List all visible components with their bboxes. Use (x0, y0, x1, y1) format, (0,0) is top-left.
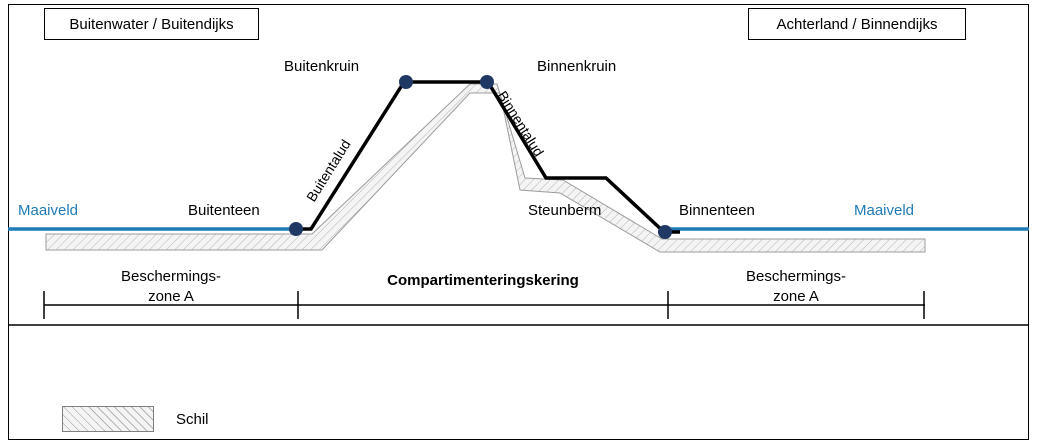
label-box-buitenwater: Buitenwater / Buitendijks (44, 8, 259, 40)
label-binnenkruin: Binnenkruin (537, 58, 617, 75)
label-buitenwater-text: Buitenwater / Buitendijks (69, 15, 234, 33)
label-buitenteen: Buitenteen (188, 202, 260, 219)
label-beschermingszone-left-line2: zone A (148, 288, 194, 305)
node-buitenkruin (399, 75, 413, 89)
label-beschermingszone-left-line1: Beschermings- (120, 268, 222, 285)
outer-frame (8, 4, 1029, 440)
node-buitenteen (289, 222, 303, 236)
label-compartimenteringskering: Compartimenteringskering (387, 272, 579, 289)
label-buitenkruin: Buitenkruin (284, 58, 360, 75)
schil-body (45, 83, 926, 253)
label-box-achterland: Achterland / Binnendijks (748, 8, 966, 40)
label-beschermingszone-right-line1: Beschermings- (745, 268, 847, 285)
label-maaiveld-right: Maaiveld (854, 202, 915, 219)
label-achterland-text: Achterland / Binnendijks (776, 15, 938, 33)
legend-label-schil: Schil (176, 411, 209, 428)
label-maaiveld-left: Maaiveld (18, 202, 79, 219)
node-binnenkruin (480, 75, 494, 89)
label-beschermingszone-right-line2: zone A (773, 288, 819, 305)
dike-profile-outline (296, 80, 680, 234)
label-binnenteen: Binnenteen (679, 202, 755, 219)
label-steunberm: Steunberm (528, 202, 602, 219)
node-binnenteen (658, 225, 672, 239)
legend-swatch-schil (62, 406, 154, 432)
